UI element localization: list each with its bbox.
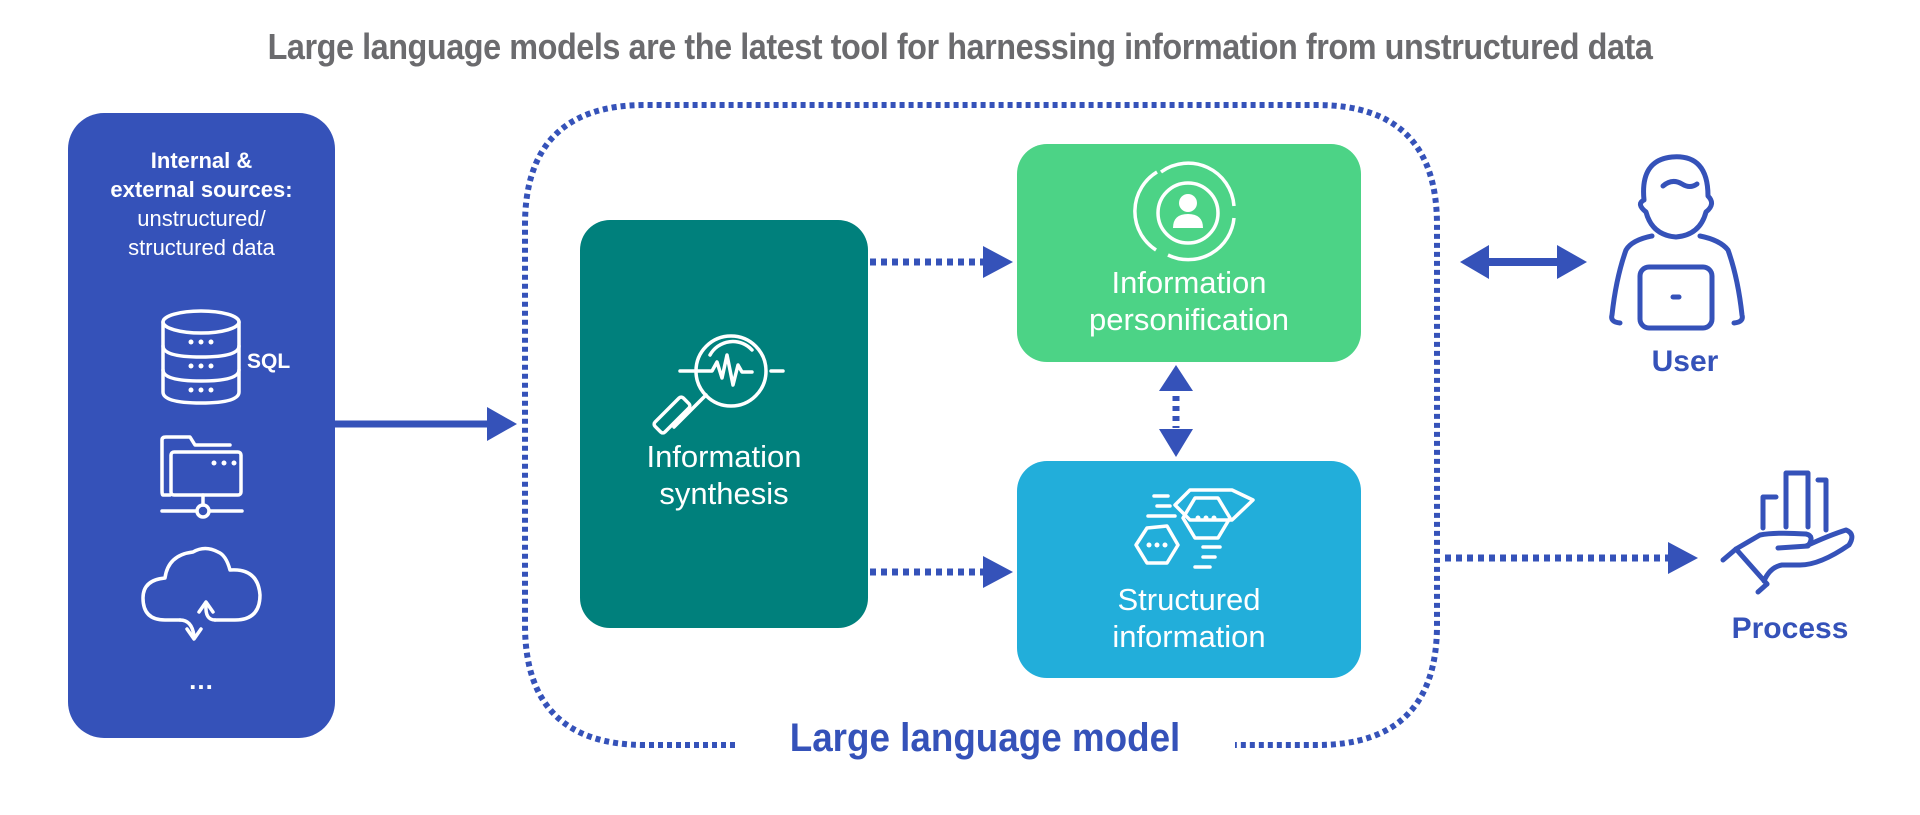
llm-to-process-arrow: [1445, 542, 1698, 574]
sql-label: SQL: [247, 350, 291, 373]
synthesis-label-line1: Information: [646, 439, 802, 474]
sources-to-llm-arrow: [335, 407, 517, 441]
magnifier-pulse-icon: [652, 334, 785, 435]
personification-structured-double-arrow: [1159, 365, 1193, 457]
process-label: Process: [1731, 612, 1849, 645]
hand-chart-icon: [1720, 470, 1855, 595]
personification-label-line1: Information: [1111, 265, 1267, 300]
structured-label-line1: Structured: [1117, 582, 1261, 617]
llm-container-label: Large language model: [755, 716, 1215, 761]
database-icon: [161, 309, 241, 405]
structured-label-line2: information: [1112, 619, 1266, 654]
structured-information-card: Structured information: [1017, 461, 1361, 678]
sources-heading: Internal & external sources: unstructure…: [68, 146, 335, 262]
diagram-title: Large language models are the latest too…: [267, 26, 1653, 67]
llm-container-border: [522, 102, 1440, 748]
sources-heading-line1: Internal &: [150, 148, 253, 173]
synthesis-to-personification-arrow: [870, 246, 1013, 278]
synthesis-label-line2: synthesis: [659, 476, 789, 511]
hexagon-data-icon: [1134, 488, 1255, 569]
synthesis-to-structured-arrow: [870, 556, 1013, 588]
personification-label-line2: personification: [1089, 302, 1289, 337]
sources-subheading-line2: structured data: [128, 235, 275, 260]
sources-subheading-line1: unstructured/: [137, 206, 266, 231]
information-synthesis-card: Information synthesis: [580, 220, 868, 628]
user-laptop-icon: [1609, 154, 1745, 331]
more-sources-ellipsis: ...: [189, 665, 214, 695]
cloud-sync-icon: [141, 546, 262, 641]
information-personification-card: Information personification: [1017, 144, 1361, 362]
network-folder-icon: [160, 435, 244, 519]
user-target-icon: [1133, 161, 1236, 262]
sources-heading-line2: external sources:: [110, 177, 293, 202]
sources-panel: [68, 113, 335, 738]
user-label: User: [1651, 345, 1719, 378]
llm-user-double-arrow: [1460, 245, 1587, 279]
